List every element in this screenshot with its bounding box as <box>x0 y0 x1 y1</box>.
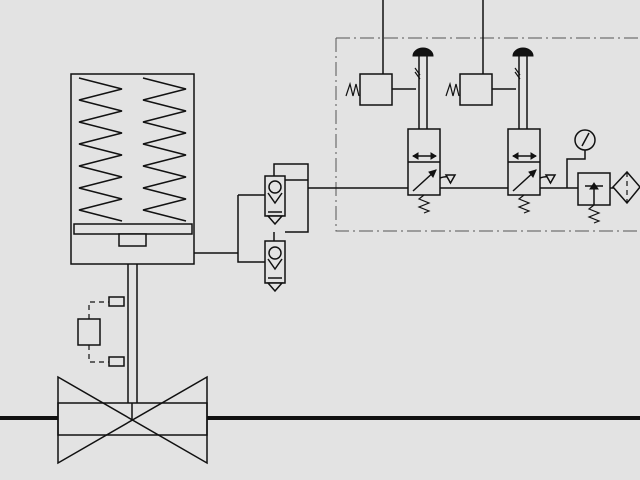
actuator-stem <box>127 246 138 403</box>
solenoid-spring-left <box>345 81 360 97</box>
limit-switch-upper <box>108 296 125 307</box>
solenoid-coil-left <box>359 73 393 106</box>
regulator-spring <box>587 204 601 224</box>
solenoid-spring-right <box>445 81 460 97</box>
pressure-regulator <box>577 172 611 224</box>
control-enclosure <box>335 37 640 232</box>
solenoid-valve-left <box>345 0 457 214</box>
check-valve-lower <box>264 240 286 293</box>
air-filter <box>610 170 640 205</box>
valve-spring-right <box>517 194 531 214</box>
manual-override-right <box>512 47 534 57</box>
piston-rod-head <box>118 233 147 247</box>
spring-actuator <box>70 73 195 265</box>
solenoid-valve-right <box>445 0 557 214</box>
process-valve <box>57 375 208 465</box>
check-valve-upper <box>264 175 286 226</box>
actuator-spring-left <box>78 77 123 222</box>
supply-lines <box>194 163 578 263</box>
solenoid-coil-right <box>459 73 493 106</box>
actuator-spring-right <box>142 77 187 222</box>
actuator-piston <box>73 223 193 235</box>
position-indicator <box>77 296 125 367</box>
manual-override-left <box>412 47 434 57</box>
limit-switch-lower <box>108 356 125 367</box>
pressure-gauge <box>566 129 596 188</box>
limit-switch-box <box>77 318 101 346</box>
valve-spring-left <box>417 194 431 214</box>
